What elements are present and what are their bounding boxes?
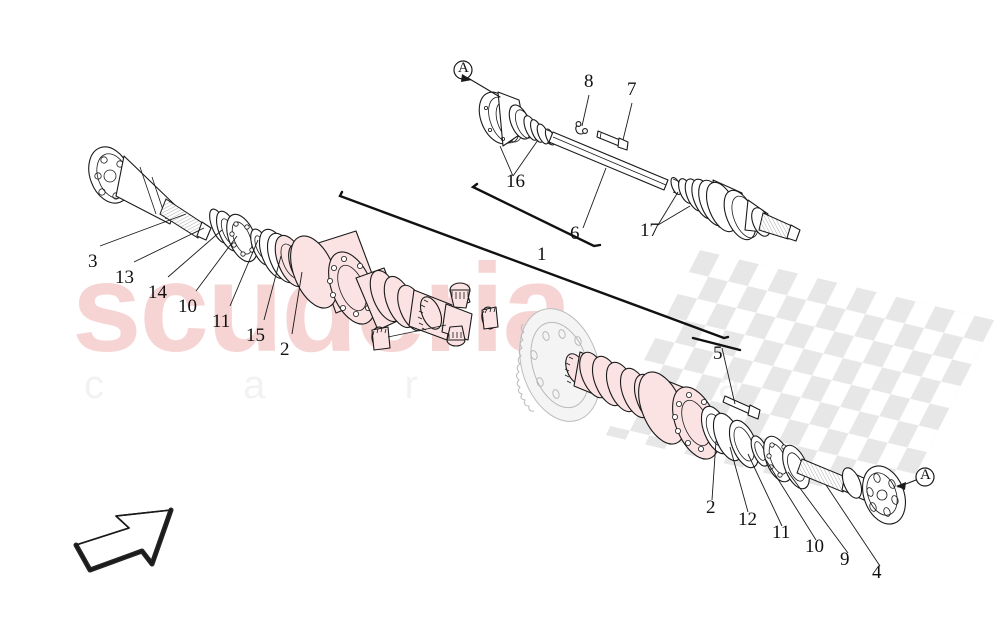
side-gear — [417, 296, 443, 331]
callout-8: 8 — [584, 71, 594, 92]
callout-2-left: 2 — [280, 339, 290, 360]
section-marker-letter-top: A — [458, 60, 469, 76]
bevel-pinion-left — [371, 324, 447, 351]
callout-4: 4 — [872, 562, 882, 583]
callout-11-left: 11 — [212, 311, 231, 332]
inner-cv-joint — [478, 91, 556, 147]
direction-arrow — [73, 507, 174, 573]
callout-7: 7 — [627, 79, 637, 100]
callout-10-right: 10 — [805, 536, 824, 557]
outer-cv-joint — [670, 176, 801, 242]
callout-11-right: 11 — [772, 522, 791, 543]
callout-12: 12 — [738, 509, 757, 530]
section-marker-a-bottom — [896, 467, 935, 490]
drive-shaft-assembly — [478, 91, 801, 242]
section-marker-a-top — [453, 60, 501, 98]
right-axle-assembly — [564, 351, 906, 525]
callout-10-left: 10 — [178, 296, 197, 317]
bevel-pinion-top — [449, 282, 471, 309]
callout-9: 9 — [840, 549, 850, 570]
callout-2-right: 2 — [706, 497, 716, 518]
callout-3: 3 — [88, 251, 98, 272]
callout-13: 13 — [115, 267, 134, 288]
callout-15: 15 — [246, 325, 265, 346]
part-5-bolt — [722, 395, 761, 420]
callout-14: 14 — [148, 282, 167, 303]
callout-5: 5 — [713, 343, 723, 364]
leader-lines — [99, 94, 881, 567]
differential-assembly — [290, 230, 499, 351]
part-8-clip — [575, 121, 588, 135]
callout-6: 6 — [570, 223, 580, 244]
span-brackets — [338, 182, 742, 352]
part-7-bolt — [596, 130, 629, 151]
callout-17: 17 — [640, 220, 659, 241]
section-marker-letter-bottom: A — [920, 467, 931, 483]
bevel-pinion-right — [481, 306, 499, 330]
callout-16: 16 — [506, 171, 525, 192]
callout-1: 1 — [537, 244, 547, 265]
bevel-gear-bottom — [446, 325, 466, 347]
